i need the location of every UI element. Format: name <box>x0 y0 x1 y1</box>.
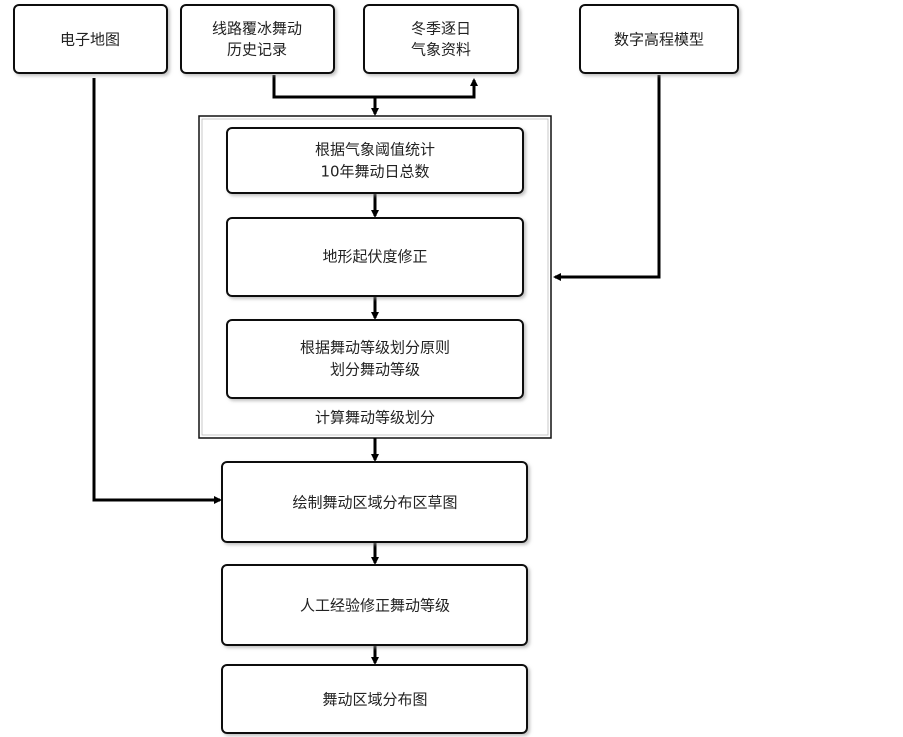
node-step3: 根据舞动等级划分原则 划分舞动等级 <box>226 319 524 399</box>
node-text: 气象资料 <box>411 41 471 59</box>
node-text: 10年舞动日总数 <box>320 163 429 181</box>
node-text: 历史记录 <box>227 41 287 59</box>
node-step1: 根据气象阈值统计 10年舞动日总数 <box>226 127 524 194</box>
connectors <box>92 75 661 665</box>
node-text: 根据舞动等级划分原则 <box>300 339 450 357</box>
connector-dem <box>553 75 661 281</box>
node-dem: 数字高程模型 <box>579 4 739 74</box>
node-step6: 舞动区域分布图 <box>221 664 528 734</box>
node-text: 根据气象阈值统计 <box>315 141 435 159</box>
node-step5: 人工经验修正舞动等级 <box>221 564 528 646</box>
connector-history-weather <box>272 75 478 99</box>
node-text: 绘制舞动区域分布区草图 <box>292 494 457 512</box>
node-text: 电子地图 <box>60 31 120 49</box>
node-text: 冬季逐日 <box>411 20 471 38</box>
node-history: 线路覆冰舞动 历史记录 <box>180 4 335 74</box>
node-text: 划分舞动等级 <box>330 361 420 379</box>
connector-emap <box>92 78 222 504</box>
node-text: 数字高程模型 <box>614 31 704 49</box>
node-step4: 绘制舞动区域分布区草图 <box>221 461 528 543</box>
node-weather: 冬季逐日 气象资料 <box>363 4 519 74</box>
node-text: 线路覆冰舞动 <box>212 20 302 38</box>
group-label: 计算舞动等级划分 <box>315 409 435 427</box>
node-text: 舞动区域分布图 <box>322 691 427 709</box>
node-text: 地形起伏度修正 <box>322 248 427 266</box>
node-step2: 地形起伏度修正 <box>226 217 524 297</box>
node-text: 人工经验修正舞动等级 <box>300 597 450 615</box>
node-emap: 电子地图 <box>13 4 168 74</box>
